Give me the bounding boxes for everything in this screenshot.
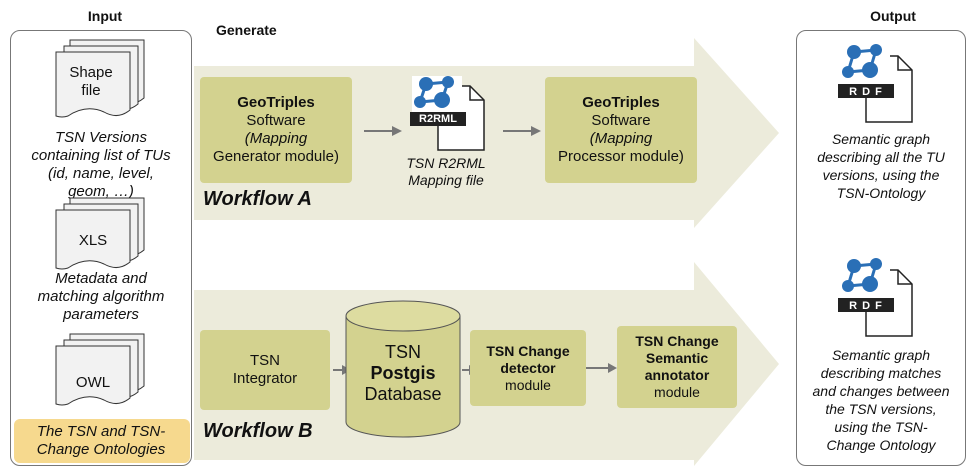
output-2-caption: Semantic graph describing matches and ch… <box>812 347 950 453</box>
ontologies-highlight <box>14 419 190 463</box>
rdf-output-1-icon <box>838 44 913 123</box>
arrow-b3 <box>586 363 617 373</box>
arrow-a2 <box>503 126 541 136</box>
database-label: TSN Postgis Database <box>364 342 442 404</box>
input-header: Input <box>87 8 123 24</box>
database-cylinder <box>345 300 461 438</box>
ontologies-caption: The TSN and TSN- Change Ontologies <box>36 423 166 458</box>
shape-file-caption: TSN Versions containing list of TUs (id,… <box>31 129 171 200</box>
arrow-a1 <box>364 126 402 136</box>
r2rml-icon-text: R2RML <box>419 113 457 125</box>
xls-doc-stack <box>55 197 145 270</box>
workflow-b-label: Workflow B <box>203 420 313 442</box>
generate-header: Generate <box>216 22 277 38</box>
owl-doc-stack <box>55 333 145 406</box>
change-detector-box: TSN Change detector module <box>470 330 586 406</box>
output-header: Output <box>870 8 916 24</box>
workflow-a-label: Workflow A <box>203 188 312 210</box>
mapping-processor-box: GeoTriples Software (Mapping Processor m… <box>545 77 697 183</box>
semantic-annotator-box: TSN Change Semantic annotator module <box>617 326 737 408</box>
xls-label: XLS <box>78 232 108 249</box>
rdf-output-2-icon-text: R D F <box>849 300 883 312</box>
shape-file-label: Shape file <box>69 64 113 99</box>
owl-label: OWL <box>75 374 111 391</box>
mapping-file-caption: TSN R2RML Mapping file <box>406 155 486 188</box>
rdf-output-2-icon <box>838 258 913 337</box>
xls-caption: Metadata and matching algorithm paramete… <box>37 270 165 323</box>
output-1-caption: Semantic graph describing all the TU ver… <box>817 131 945 201</box>
shape-file-doc-stack <box>55 39 145 118</box>
mapping-generator-box: GeoTriples Software (Mapping Generator m… <box>200 77 352 183</box>
r2rml-file-icon <box>410 76 485 151</box>
tsn-integrator-box: TSN Integrator <box>200 330 330 410</box>
rdf-output-1-icon-text: R D F <box>849 86 883 98</box>
